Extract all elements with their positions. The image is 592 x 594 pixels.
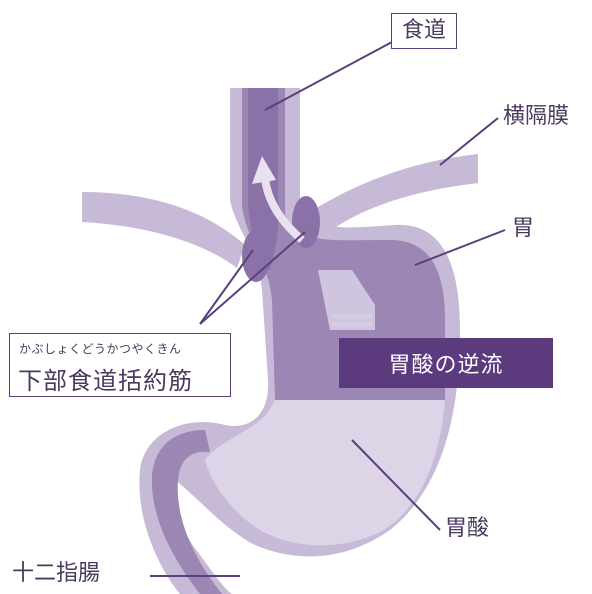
label-reflux: 胃酸の逆流	[339, 338, 553, 388]
leader-sphincter-a	[200, 250, 253, 324]
label-esophagus: 食道	[391, 13, 457, 49]
leader-esophagus	[265, 42, 392, 110]
label-gastric-acid: 胃酸	[445, 518, 489, 540]
label-stomach: 胃	[512, 218, 534, 240]
label-sphincter-reading: かぶしょくどうかつやくきん	[19, 340, 182, 357]
label-diaphragm: 横隔膜	[503, 106, 569, 128]
label-duodenum: 十二指腸	[12, 563, 100, 585]
diaphragm-left	[82, 192, 245, 268]
reflux-wave-2	[332, 322, 372, 327]
label-sphincter-box: かぶしょくどうかつやくきん 下部食道括約筋	[9, 333, 231, 397]
reflux-wave-1	[332, 314, 372, 319]
label-sphincter: 下部食道括約筋	[18, 361, 193, 396]
